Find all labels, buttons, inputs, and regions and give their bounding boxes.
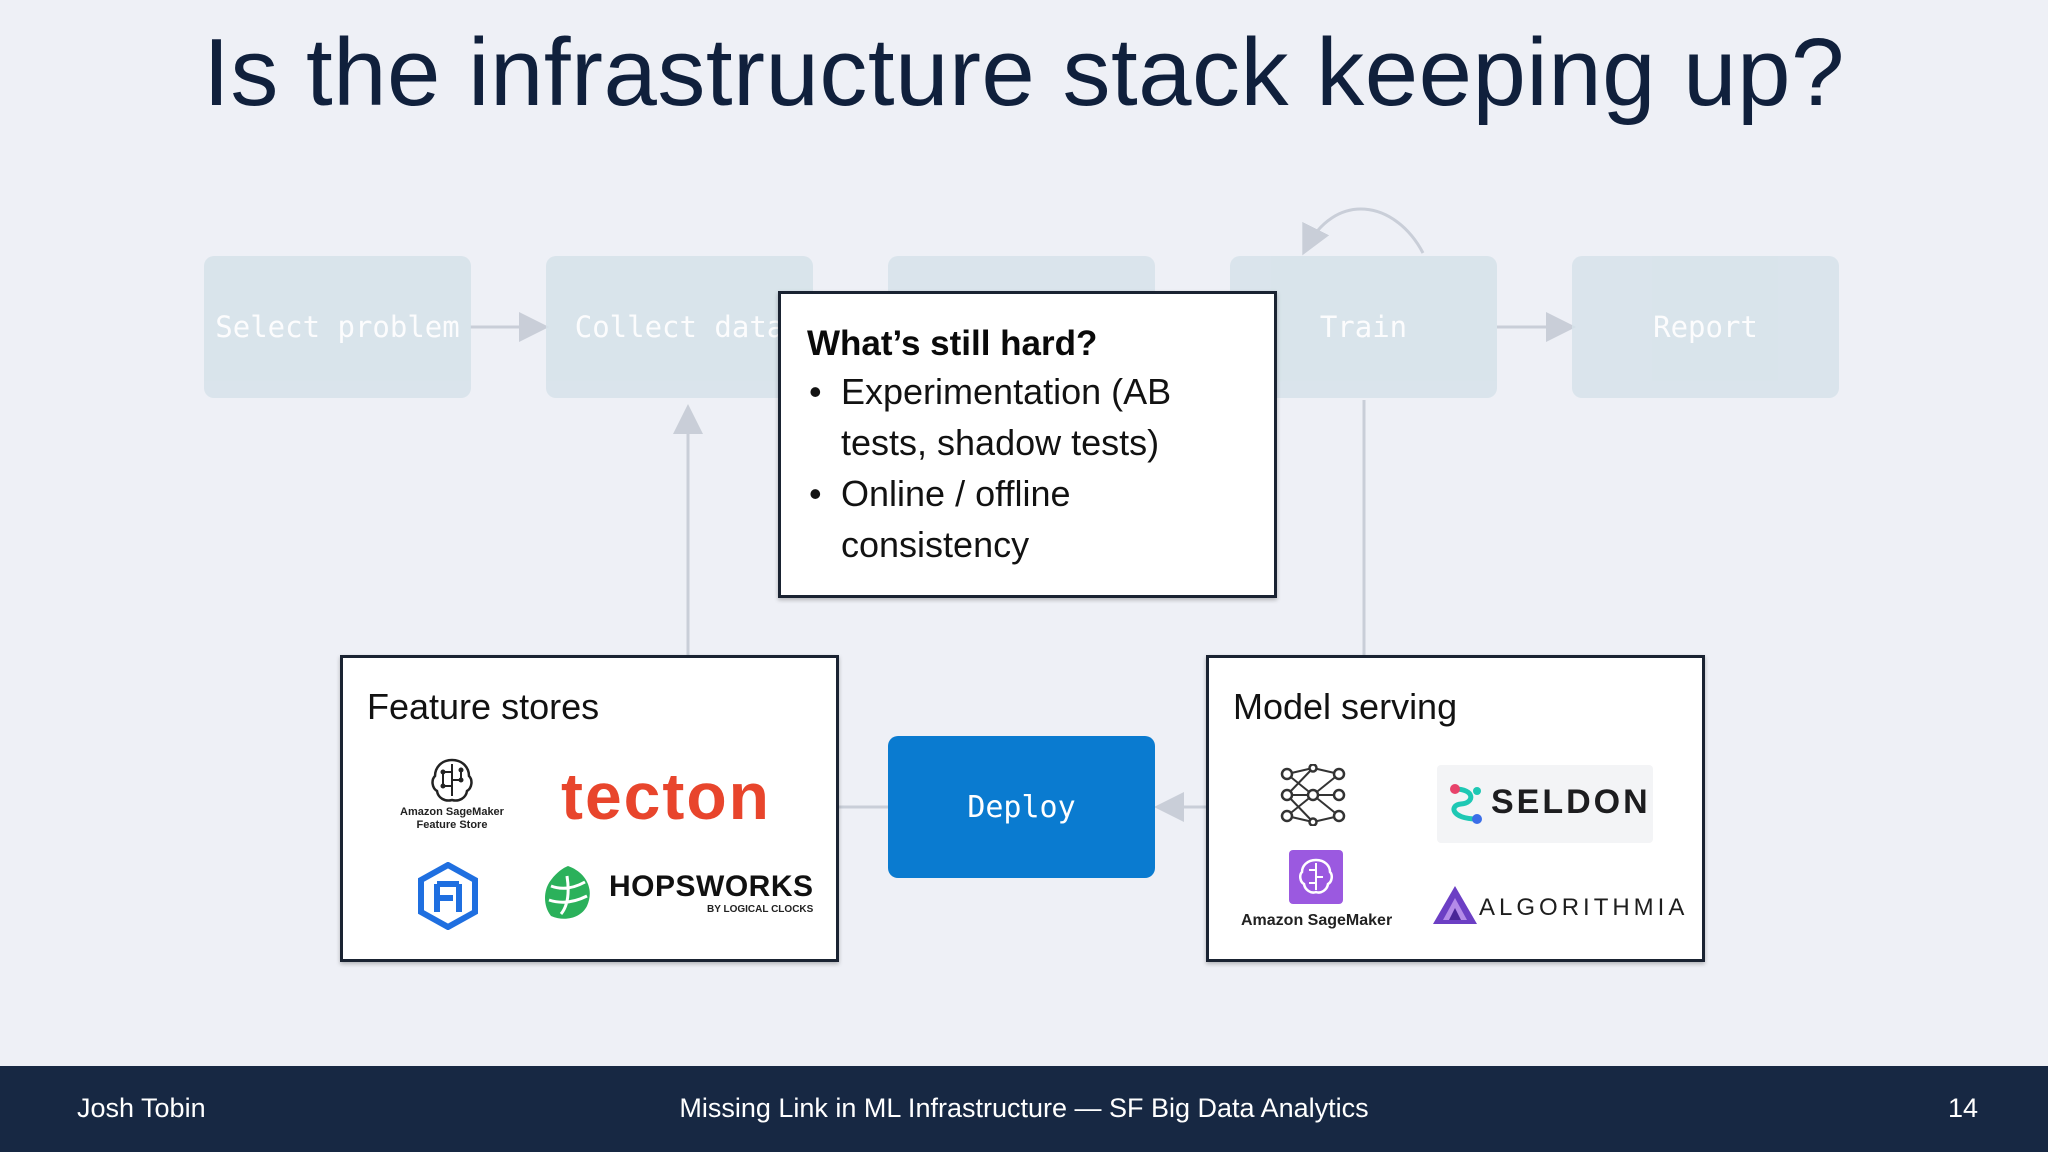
algorithmia-logo: ALGORITHMIA	[1431, 884, 1684, 930]
network-logo	[1277, 763, 1349, 831]
hard-bullet-item: Online / offline consistency	[807, 468, 1247, 570]
feature-stores-box: Feature stores Amazon SageMaker Feature …	[340, 655, 839, 962]
stage-deploy: Deploy	[888, 736, 1155, 878]
hopsworks-subtitle: BY LOGICAL CLOCKS	[707, 904, 814, 915]
slide-title: Is the infrastructure stack keeping up?	[203, 19, 1845, 126]
hard-heading: What’s still hard?	[807, 324, 1098, 363]
footer-author: Josh Tobin	[77, 1093, 206, 1123]
sagemaker-feature-store-label: Amazon SageMaker Feature Store	[400, 806, 504, 831]
seldon-wordmark: SELDON	[1491, 783, 1651, 821]
whats-still-hard-box: What’s still hard? Experimentation (AB t…	[778, 291, 1277, 598]
sagemaker-brain-icon	[1289, 850, 1343, 904]
train-loop-arrow	[1302, 207, 1425, 256]
feature-stores-title: Feature stores	[367, 686, 600, 727]
slide-footer: Josh Tobin Missing Link in ML Infrastruc…	[0, 1066, 2048, 1152]
stage-select-problem: Select problem	[204, 256, 471, 398]
amazon-sagemaker-logo: Amazon SageMaker	[1241, 850, 1393, 930]
feast-icon	[418, 861, 478, 931]
seldon-logo: SELDON	[1437, 765, 1653, 843]
network-icon	[1280, 763, 1346, 827]
footer-page-number: 14	[1947, 1093, 1978, 1123]
hop-icon	[545, 866, 590, 919]
tecton-logo: tecton	[561, 759, 771, 833]
hard-bullet-item: Experimentation (AB tests, shadow tests)	[807, 366, 1247, 468]
feast-logo	[417, 861, 479, 935]
footer-talk-title: Missing Link in ML Infrastructure — SF B…	[679, 1093, 1369, 1123]
amazon-sagemaker-label: Amazon SageMaker	[1241, 912, 1393, 929]
algorithmia-icon	[1433, 886, 1477, 924]
model-serving-title: Model serving	[1233, 686, 1458, 727]
algorithmia-wordmark: ALGORITHMIA	[1479, 894, 1689, 921]
stage-report: Report	[1572, 256, 1839, 398]
brain-icon	[431, 758, 473, 802]
sagemaker-feature-store-logo: Amazon SageMaker Feature Store	[397, 756, 507, 832]
hard-bullets: Experimentation (AB tests, shadow tests)…	[807, 366, 1247, 570]
hopsworks-wordmark: HOPSWORKS	[609, 870, 814, 903]
stage-collect-data: Collect data	[546, 256, 813, 398]
model-serving-box: Model serving SELDON	[1206, 655, 1705, 962]
seldon-icon	[1450, 784, 1482, 824]
